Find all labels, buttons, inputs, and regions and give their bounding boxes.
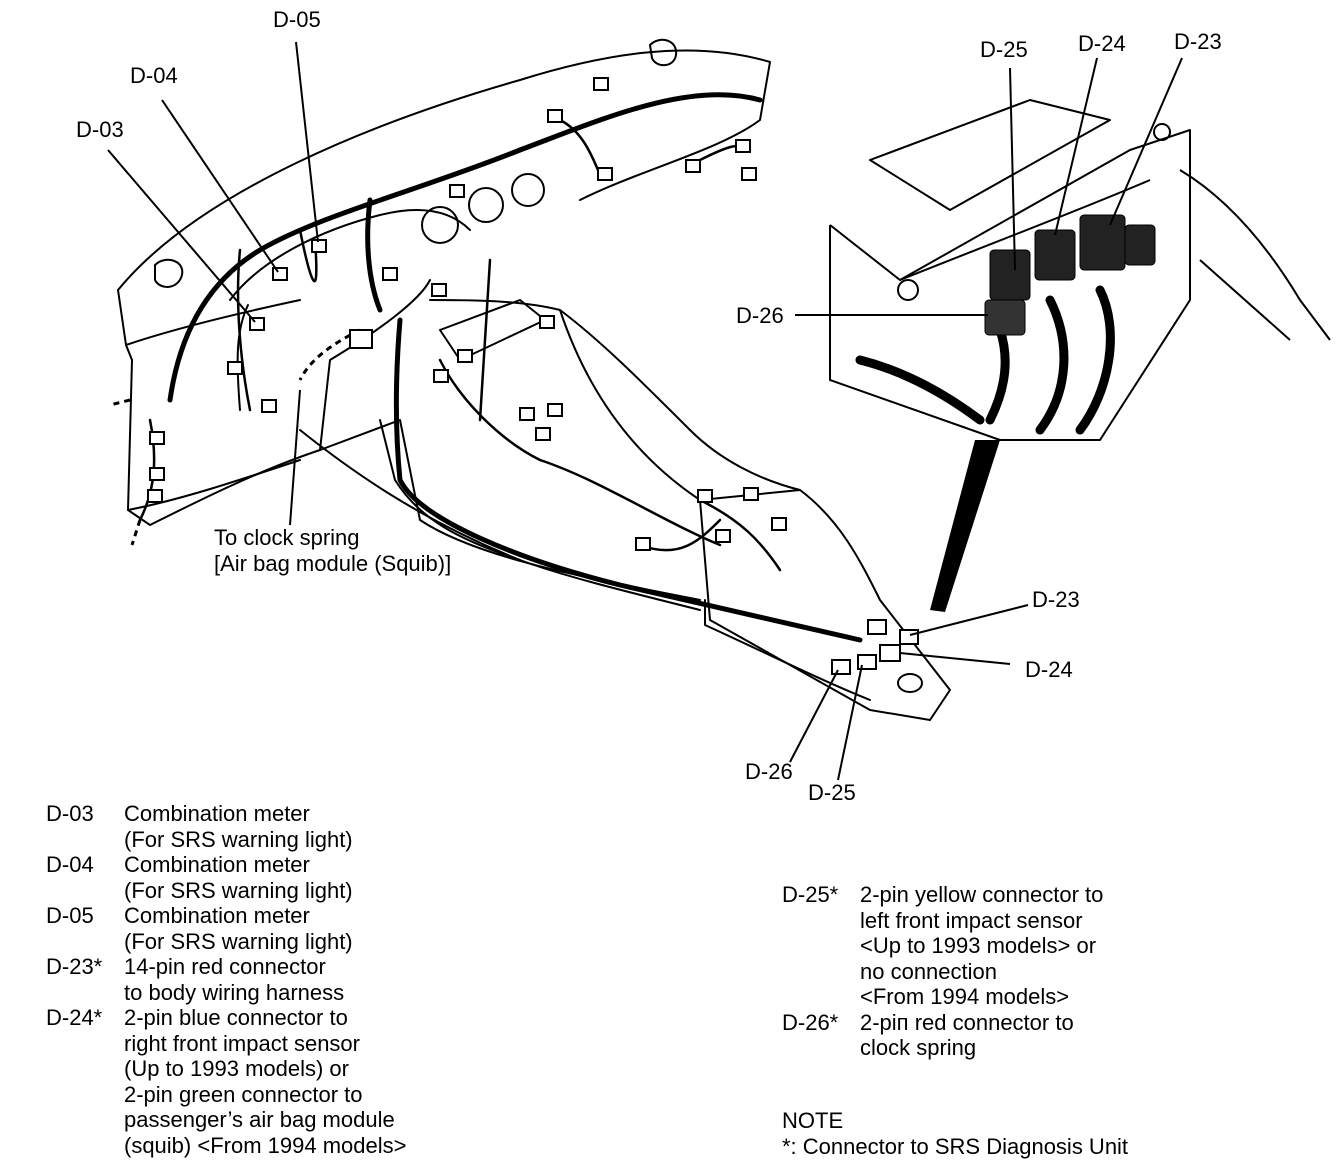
- zoom-wedge: [930, 440, 1000, 612]
- leader-lines: [107, 41, 1183, 781]
- dashboard-outline: [117, 38, 951, 721]
- note-text: *: Connector to SRS Diagnosis Unit: [782, 1133, 1129, 1159]
- legend-text: Combination meter: [124, 903, 310, 928]
- dash-connectors: [147, 77, 787, 551]
- note-heading: NOTE: [782, 1108, 844, 1133]
- connector-d04: [272, 267, 288, 281]
- legend-text: (For SRS warning light): [124, 877, 353, 903]
- legend-right: D-25* 2-pin yellow connector to left fro…: [782, 882, 1103, 1061]
- legend-entry: D-03 Combination meter(For SRS warning l…: [46, 801, 406, 852]
- legend-text: (squib) <From 1994 models>: [124, 1132, 407, 1158]
- legend-code: D-04: [46, 852, 94, 877]
- legend-text: (For SRS warning light): [124, 928, 353, 954]
- legend-text: passenger’s air bag module: [124, 1107, 395, 1132]
- legend-text: 14-pin red connector: [124, 954, 326, 979]
- callout-d03-top: D-03: [76, 117, 124, 142]
- callout-d25-low: D-25: [808, 780, 856, 805]
- legend-text: 2-pin blue connector to: [124, 1005, 348, 1030]
- legend-text: Combination meter: [124, 801, 310, 826]
- connector-d23: [867, 619, 887, 635]
- callout-d05-top: D-05: [273, 7, 321, 32]
- legend-code: D-23*: [46, 954, 103, 979]
- legend-text: no connection: [860, 958, 997, 984]
- clock-spring-wire: [109, 328, 361, 546]
- legend-text: (For SRS warning light): [124, 826, 353, 852]
- clock-spring-label-line1: To clock spring: [214, 525, 360, 550]
- zoom-inset: [829, 99, 1331, 441]
- connector-d26: [831, 659, 851, 675]
- inset-connectors: [984, 214, 1156, 336]
- inset-harness: [855, 285, 1115, 435]
- callout-d23-top: D-23: [1174, 29, 1222, 54]
- legend-code: D-03: [46, 801, 94, 826]
- legend-code: D-25*: [782, 882, 839, 907]
- legend-code: D-24*: [46, 1005, 103, 1030]
- legend-text: <Up to 1993 models> or: [860, 933, 1097, 958]
- legend-text: <From 1994 models>: [860, 984, 1070, 1009]
- note-block: NOTE *: Connector to SRS Diagnosis Unit: [782, 1108, 1128, 1159]
- legend-text: right front impact sensor: [124, 1030, 360, 1056]
- branch-wires: [138, 118, 782, 572]
- legend-text: left front impact sensor: [860, 907, 1083, 933]
- legend-text: 2-pin yellow connector to: [860, 882, 1104, 907]
- connector-d05: [311, 239, 327, 253]
- connector-d24: [879, 644, 901, 662]
- legend-text: Combination meter: [124, 852, 310, 877]
- legend-entry: D-05 Combination meter(For SRS warning l…: [46, 903, 406, 954]
- callout-d25-top: D-25: [980, 37, 1028, 62]
- callout-d26-mid: D-26: [736, 303, 784, 328]
- srs-unit-connectors: [831, 619, 923, 693]
- legend-entry: D-25* 2-pin yellow connector to left fro…: [782, 882, 1103, 1010]
- clock-spring-label-line2: [Air bag module (Squib)]: [214, 551, 452, 576]
- legend-text: (Up to 1993 models) or: [124, 1056, 349, 1081]
- callout-d26-low: D-26: [745, 759, 793, 784]
- callout-d04-top: D-04: [130, 63, 178, 88]
- legend-entry: D-26* 2-piп red connector to clock sprin…: [782, 1010, 1103, 1061]
- callout-d24-low: D-24: [1025, 657, 1073, 682]
- legend-left: D-03 Combination meter(For SRS warning l…: [46, 801, 406, 1158]
- main-harness: [167, 92, 863, 643]
- legend-code: D-05: [46, 903, 94, 928]
- legend-text: to body wiring harness: [124, 979, 345, 1005]
- callout-d24-top: D-24: [1078, 31, 1126, 56]
- legend-text: 2-piп red connector to: [860, 1009, 1074, 1035]
- legend-text: clock spring: [860, 1035, 977, 1060]
- legend-text: 2-pin green connector to: [124, 1081, 363, 1107]
- legend-entry: D-24* 2-pin blue connector to right fron…: [46, 1005, 406, 1158]
- legend-code: D-26*: [782, 1009, 839, 1035]
- callout-d23-low: D-23: [1032, 587, 1080, 612]
- connector-d23b: [899, 629, 919, 645]
- legend-entry: D-04 Combination meter(For SRS warning l…: [46, 852, 406, 903]
